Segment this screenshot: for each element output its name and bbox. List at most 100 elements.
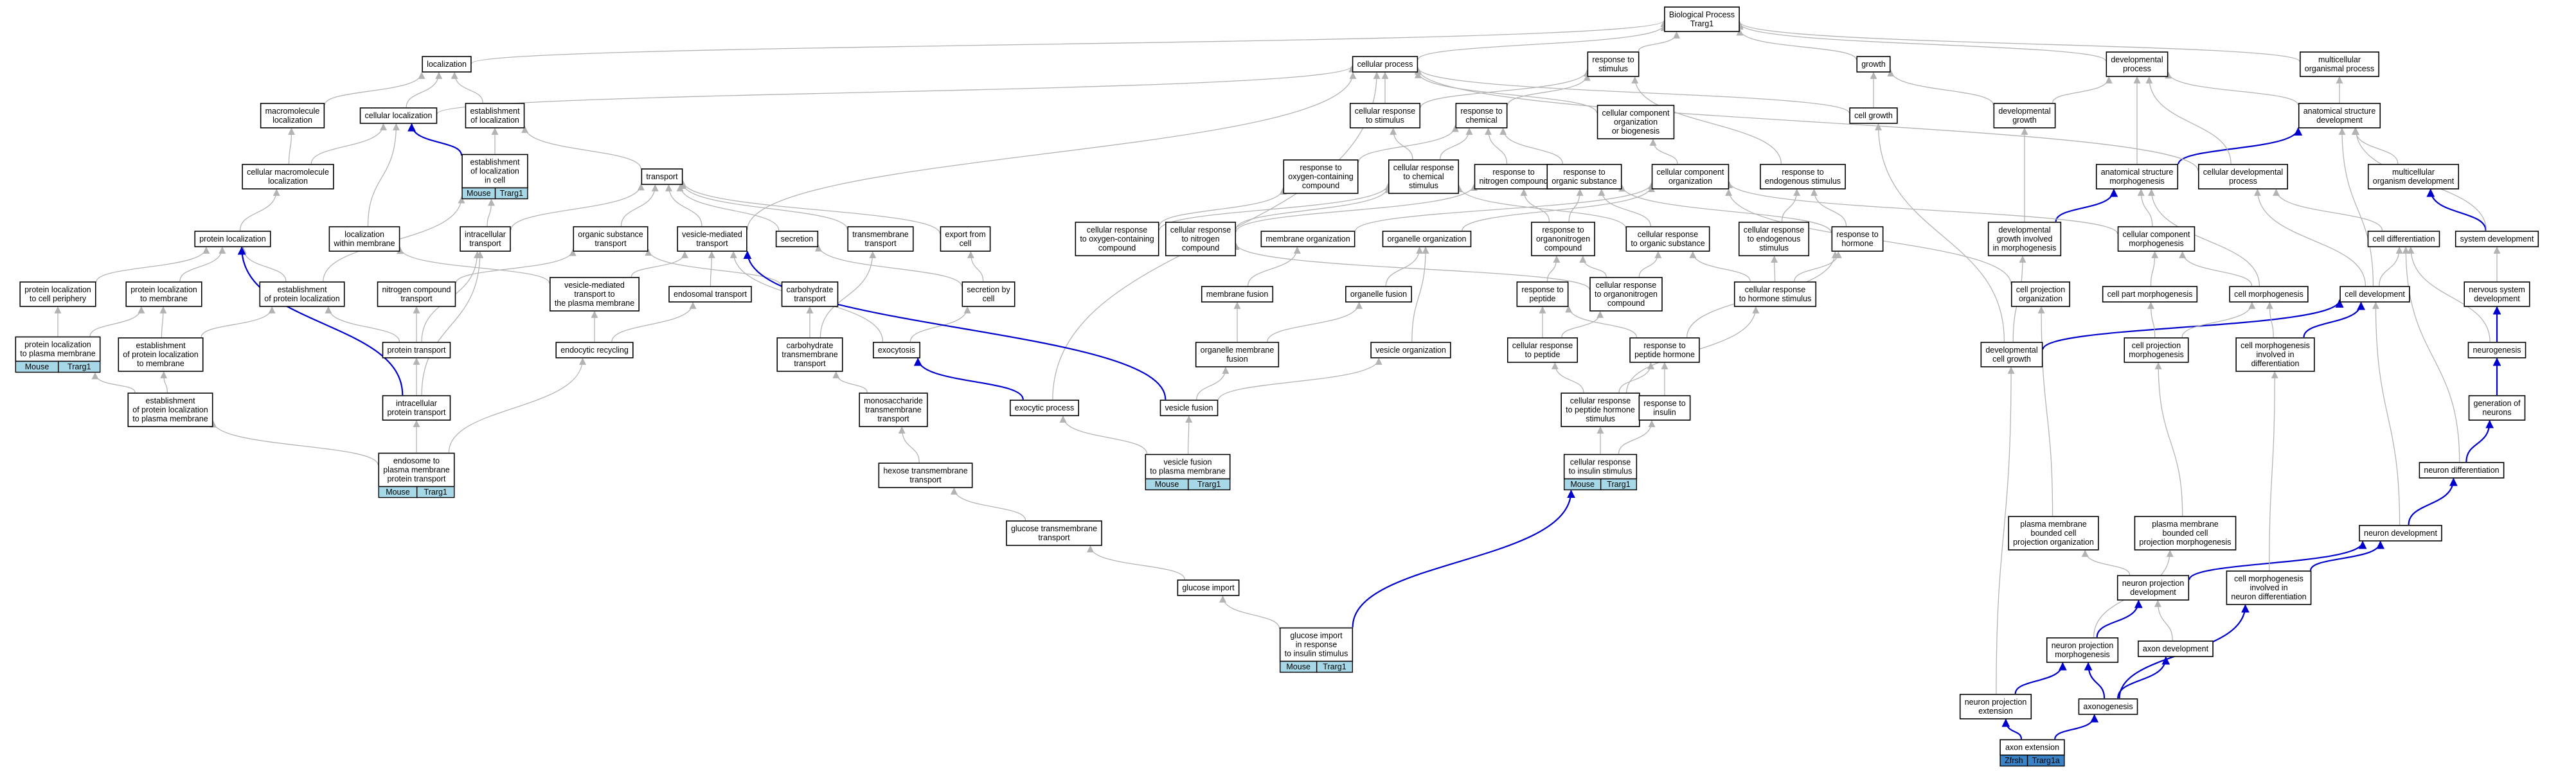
node-box bbox=[1195, 342, 1280, 367]
node-label-line: cellular component bbox=[2123, 230, 2190, 239]
node-label-line: of protein localization bbox=[132, 405, 208, 414]
is-a-edge bbox=[2402, 246, 2460, 463]
highlighted-edge bbox=[2188, 540, 2367, 580]
node-box bbox=[2095, 164, 2179, 190]
is-a-edge bbox=[2407, 246, 2491, 342]
node-label-line: glucose import bbox=[1182, 583, 1235, 592]
node-label-line: cellular response bbox=[1170, 225, 1231, 234]
is-a-edge bbox=[1087, 545, 1185, 580]
is-a-edge bbox=[1235, 184, 1478, 233]
node-label-line: to stimulus bbox=[1366, 116, 1404, 125]
node-label-line: extension bbox=[1978, 707, 2013, 716]
node-box bbox=[878, 463, 973, 488]
node-label-line: nervous system bbox=[2469, 285, 2525, 294]
is-a-edge bbox=[397, 247, 550, 284]
species-tag-box bbox=[1316, 660, 1354, 673]
is-a-edge bbox=[2147, 188, 2260, 287]
node-label-line: secretion bbox=[781, 234, 814, 243]
node-label-line: response to bbox=[1836, 230, 1878, 239]
highlighted-edge bbox=[2426, 188, 2487, 231]
node-label-line: Biological Process bbox=[1669, 10, 1735, 19]
node-label-line: compound bbox=[1098, 243, 1136, 252]
node-label-line: growth bbox=[2012, 116, 2037, 125]
species-tag-label: Mouse bbox=[1570, 480, 1595, 489]
highlighted-edge bbox=[2054, 714, 2099, 739]
species-tag-label: Mouse bbox=[1155, 480, 1179, 489]
species-tag-box bbox=[58, 360, 101, 373]
node-label-line: cellular response bbox=[1745, 285, 1806, 294]
node-label-line: stimulus bbox=[1586, 414, 1615, 423]
node-box bbox=[1201, 286, 1274, 303]
go-term-node-sysdev: system development bbox=[2455, 231, 2539, 247]
node-box bbox=[1629, 337, 1700, 363]
highlighted-edge bbox=[2001, 718, 2023, 739]
node-label-line: transport bbox=[909, 475, 942, 484]
node-label-line: growth involved bbox=[1997, 234, 2053, 243]
node-box bbox=[1738, 222, 1810, 256]
is-a-edge bbox=[2137, 188, 2153, 227]
node-label-line: cellular response bbox=[1596, 281, 1657, 290]
node-label-line: neurons bbox=[2482, 408, 2511, 417]
node-label-line: in response bbox=[1296, 640, 1337, 649]
node-label-line: intracellular bbox=[465, 230, 506, 239]
go-term-node-vesorg: vesicle organization bbox=[1370, 342, 1451, 358]
node-label-line: establishment bbox=[136, 341, 186, 350]
node-label-line: transport bbox=[794, 359, 826, 368]
node-label-line: morphogenesis bbox=[2109, 177, 2164, 186]
highlighted-edge bbox=[2310, 540, 2385, 571]
is-a-edge bbox=[1887, 69, 1994, 105]
is-a-edge bbox=[448, 357, 587, 453]
go-term-node-endotrans: endosomal transport bbox=[668, 286, 752, 303]
node-box bbox=[1831, 226, 1884, 252]
node-label-line: to plasma membrane bbox=[132, 414, 208, 423]
node-box bbox=[2046, 637, 2119, 663]
is-a-edge bbox=[1618, 419, 1656, 454]
is-a-edge bbox=[1649, 138, 1678, 164]
node-label-line: anatomical structure bbox=[2303, 107, 2376, 116]
node-label-line: plasma membrane bbox=[383, 466, 450, 475]
is-a-edge bbox=[2154, 362, 2183, 516]
is-a-edge bbox=[2269, 371, 2278, 571]
is-a-edge bbox=[96, 246, 210, 283]
node-box bbox=[1531, 222, 1595, 256]
is-a-edge bbox=[451, 71, 483, 103]
is-a-edge bbox=[1568, 188, 1584, 222]
node-label-line: development bbox=[2316, 116, 2363, 125]
node-box bbox=[359, 107, 438, 124]
is-a-edge bbox=[325, 306, 400, 342]
node-box bbox=[19, 281, 96, 307]
node-box bbox=[1159, 400, 1219, 416]
node-label-line: bounded cell bbox=[2163, 529, 2208, 538]
node-label-line: neuron differentiation bbox=[2231, 592, 2306, 601]
node-box bbox=[873, 342, 920, 358]
node-label-line: nitrogen compound bbox=[382, 285, 451, 294]
node-box bbox=[2106, 51, 2169, 77]
go-term-node-exocytosis: exocytosis bbox=[873, 342, 920, 358]
node-box bbox=[2138, 640, 2214, 657]
is-a-edge bbox=[679, 182, 848, 230]
node-label-line: involved in bbox=[2256, 350, 2294, 359]
is-a-edge bbox=[1185, 415, 1193, 454]
node-label-line: neuron projection bbox=[1965, 698, 2027, 707]
node-label-line: transport to bbox=[574, 290, 614, 299]
highlighted-edge bbox=[407, 123, 463, 156]
